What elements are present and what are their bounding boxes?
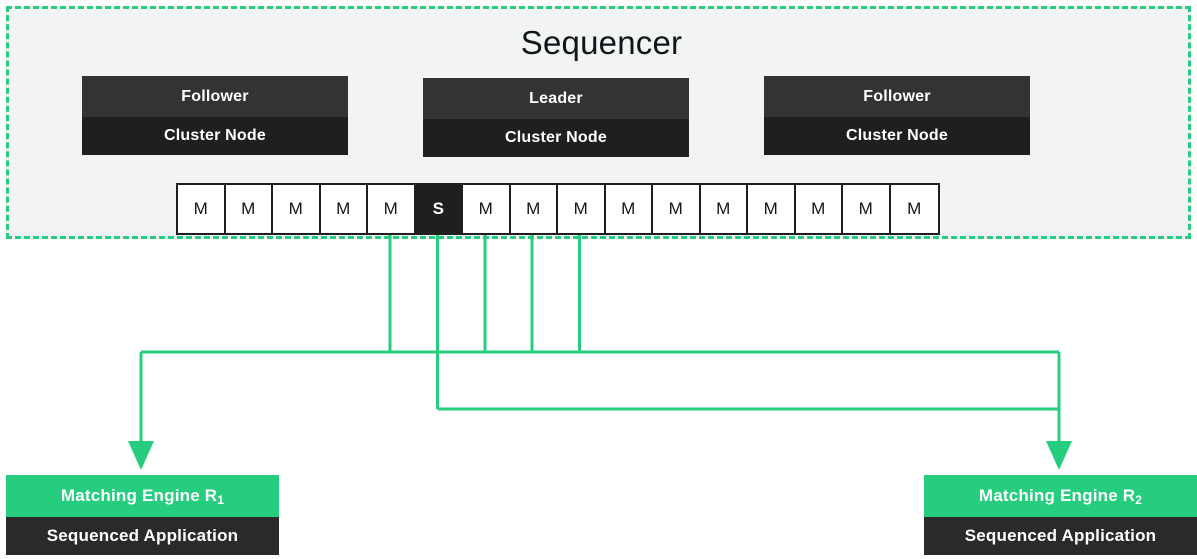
message-cell[interactable]: M [700, 185, 748, 233]
message-cell[interactable]: M [748, 185, 796, 233]
node-kind-label: Cluster Node [764, 117, 1030, 155]
message-cell[interactable]: M [510, 185, 558, 233]
engine-title-text: Matching Engine R [978, 486, 1136, 505]
cluster-node-follower-2[interactable]: Follower Cluster Node [764, 76, 1030, 155]
page-title: Sequencer [520, 24, 683, 61]
message-cell[interactable]: M [843, 185, 891, 233]
engine-title-subscript: 1 [217, 493, 225, 507]
message-cell[interactable]: M [558, 185, 606, 233]
engine-title-subscript: 2 [1135, 493, 1143, 507]
cluster-node-leader[interactable]: Leader Cluster Node [423, 78, 689, 157]
message-cell[interactable]: M [273, 185, 321, 233]
engine-title-label: Matching Engine R1 [6, 475, 279, 517]
engine-title-label: Matching Engine R2 [924, 475, 1197, 517]
node-role-label: Follower [764, 76, 1030, 117]
engine-title-text: Matching Engine R [60, 486, 218, 505]
sequenced-message-cell[interactable]: S [415, 185, 463, 233]
node-role-label: Follower [82, 76, 348, 117]
cluster-node-follower-1[interactable]: Follower Cluster Node [82, 76, 348, 155]
engine-kind-label: Sequenced Application [6, 517, 279, 555]
message-cell[interactable]: M [605, 185, 653, 233]
message-cell[interactable]: M [463, 185, 511, 233]
message-cell[interactable]: M [653, 185, 701, 233]
message-cell[interactable]: M [795, 185, 843, 233]
matching-engine-r1[interactable]: Matching Engine R1 Sequenced Application [6, 475, 279, 555]
matching-engine-r2[interactable]: Matching Engine R2 Sequenced Application [924, 475, 1197, 555]
node-kind-label: Cluster Node [423, 119, 689, 157]
message-cell[interactable]: M [890, 185, 938, 233]
message-cell[interactable]: M [368, 185, 416, 233]
node-kind-label: Cluster Node [82, 117, 348, 155]
arrowhead-right [1046, 441, 1072, 470]
message-cell[interactable]: M [320, 185, 368, 233]
message-cell[interactable]: M [178, 185, 226, 233]
engine-kind-label: Sequenced Application [924, 517, 1197, 555]
arrowhead-left [128, 441, 154, 470]
node-role-label: Leader [423, 78, 689, 119]
message-cell[interactable]: M [225, 185, 273, 233]
